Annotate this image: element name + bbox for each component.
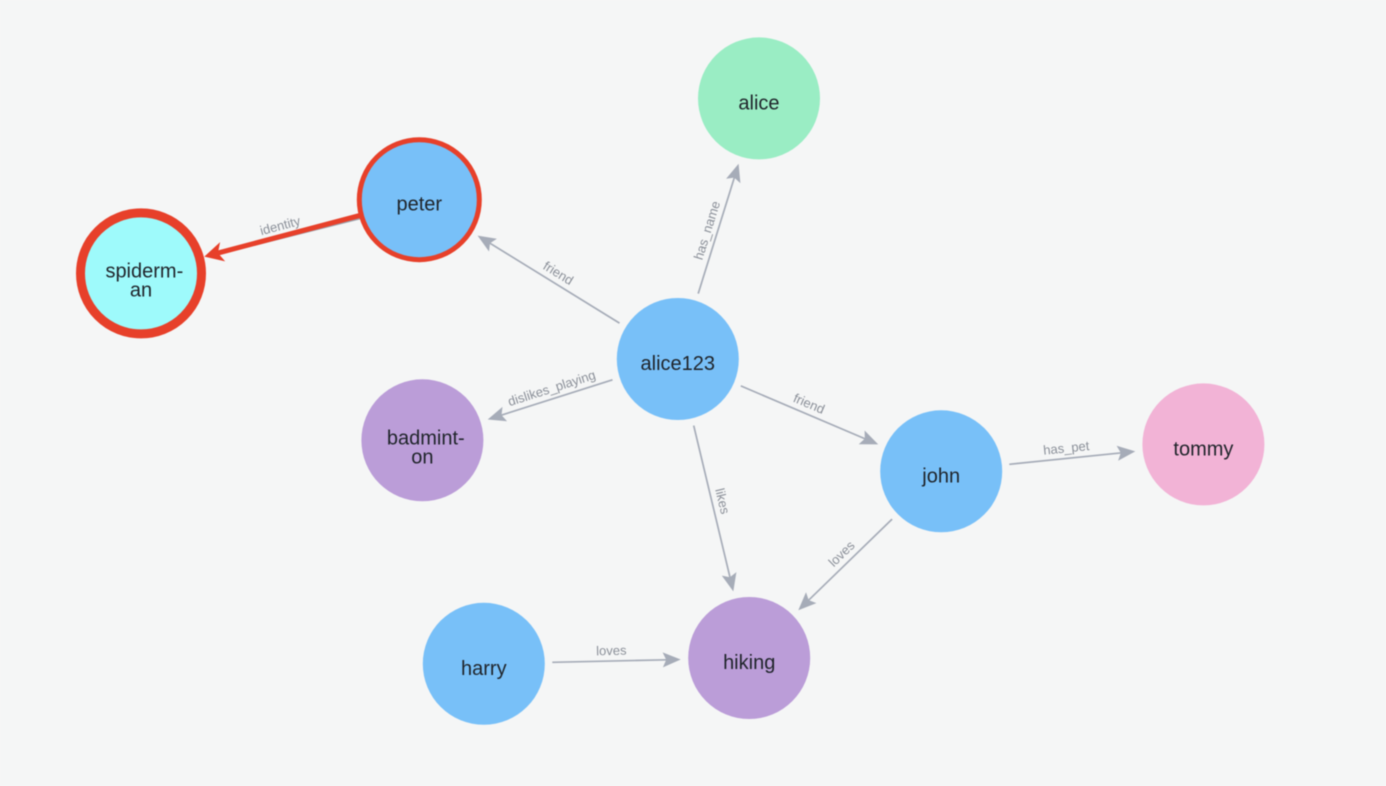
svg-text:badmint-: badmint- <box>387 427 465 449</box>
svg-text:spiderm-: spiderm- <box>105 260 183 282</box>
svg-text:alice: alice <box>738 92 779 114</box>
svg-text:has_pet: has_pet <box>1042 438 1090 458</box>
svg-text:john: john <box>921 465 960 487</box>
svg-text:on: on <box>411 446 433 468</box>
svg-text:tommy: tommy <box>1173 438 1233 460</box>
svg-text:loves: loves <box>596 643 627 659</box>
svg-text:peter: peter <box>397 194 443 216</box>
svg-text:alice123: alice123 <box>641 353 716 375</box>
svg-text:likes: likes <box>712 487 733 516</box>
svg-text:an: an <box>130 279 152 301</box>
svg-text:hiking: hiking <box>723 652 775 674</box>
svg-text:harry: harry <box>461 658 507 680</box>
